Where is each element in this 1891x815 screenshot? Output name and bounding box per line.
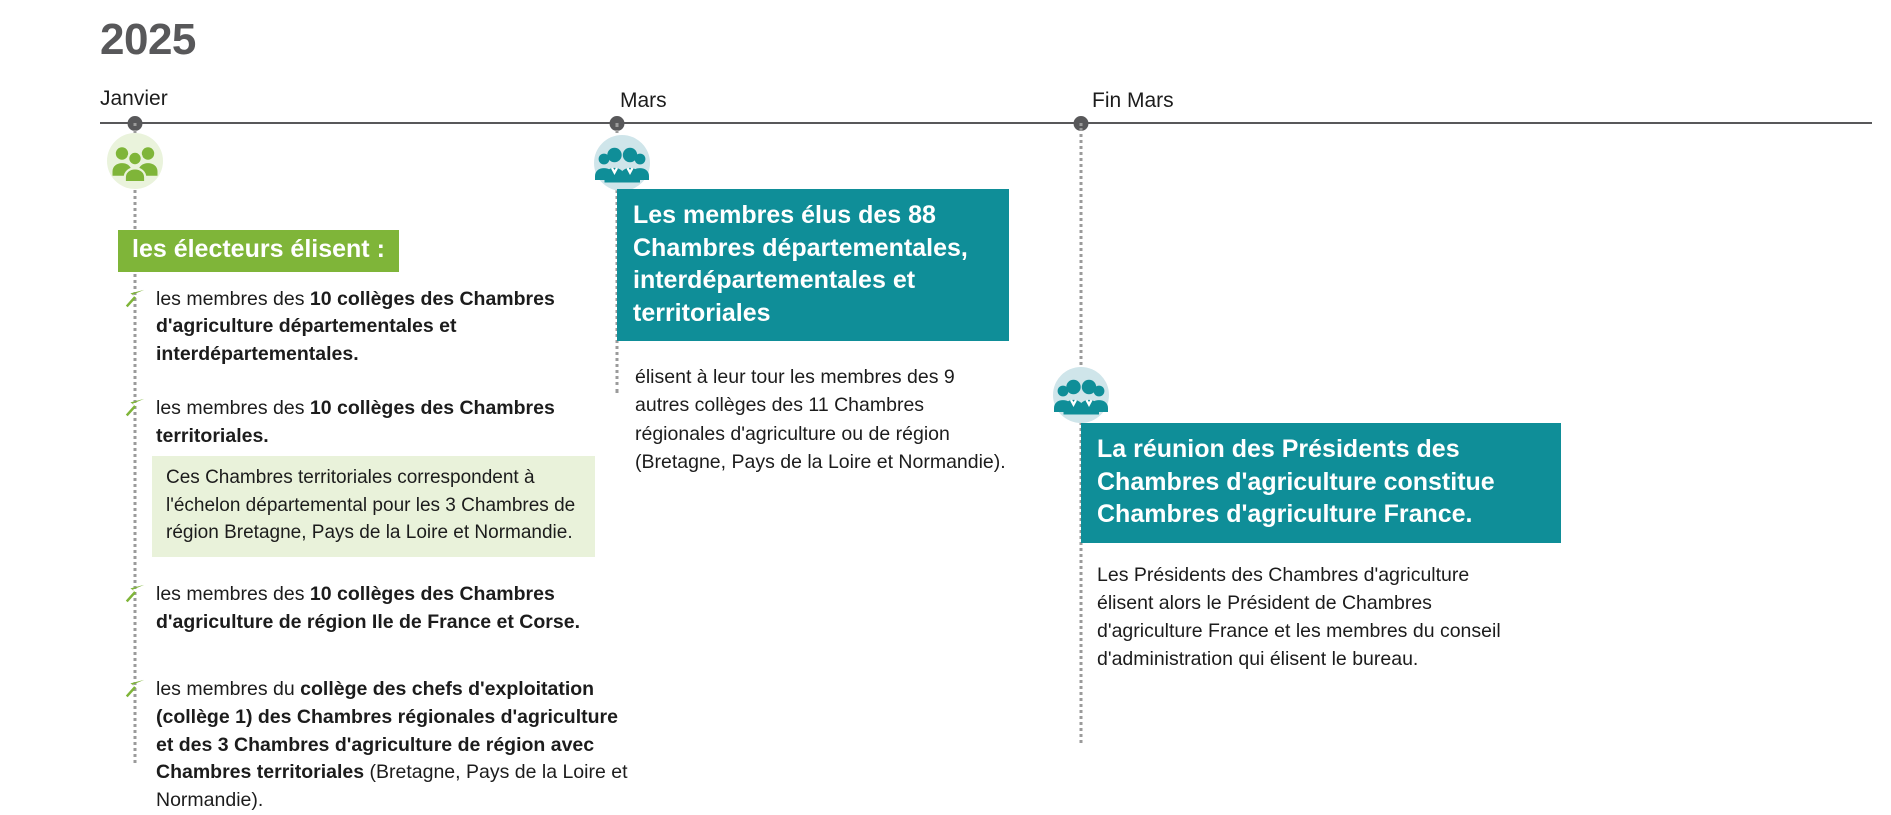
- paragraph-mars: élisent à leur tour les membres des 9 au…: [635, 366, 1006, 473]
- list-item-text-bold: 10 collèges des Chambres d'agriculture d…: [156, 287, 555, 366]
- note-box-territoriales: Ces Chambres territoriales correspondent…: [152, 456, 595, 557]
- list-item: les membres des 10 collèges des Chambres…: [118, 395, 638, 557]
- list-item-text-pre: les membres des: [156, 396, 310, 419]
- list-item-text-pre: les membres du: [156, 678, 301, 701]
- column-fin-mars: La réunion des Présidents des Chambres d…: [1081, 423, 1561, 674]
- timeline-axis: [100, 122, 1872, 124]
- paragraph-fin-mars: Les Présidents des Chambres d'agricultur…: [1097, 563, 1501, 671]
- heading-badge-reunion-presidents: La réunion des Présidents des Chambres d…: [1081, 423, 1561, 543]
- list-item: les membres du collège des chefs d'explo…: [118, 676, 638, 814]
- bullet-list-janvier: les membres des 10 collèges des Chambres…: [118, 286, 638, 815]
- two-people-teal-icon: [1053, 367, 1109, 423]
- list-item: les membres des 10 collèges des Chambres…: [118, 581, 638, 636]
- two-people-teal-icon: [594, 135, 650, 191]
- timeline-label-fin-mars: Fin Mars: [1092, 89, 1174, 112]
- list-item-text-bold: 10 collèges des Chambres d'agriculture d…: [156, 582, 581, 633]
- page-title-year: 2025: [100, 15, 196, 64]
- heading-badge-electeurs: les électeurs élisent :: [118, 230, 399, 272]
- timeline-label-janvier: Janvier: [100, 87, 168, 110]
- arrow-bullet-icon: [125, 398, 145, 417]
- heading-badge-membres-elus: Les membres élus des 88 Chambres départe…: [617, 189, 1009, 341]
- column-mars: Les membres élus des 88 Chambres départe…: [617, 189, 1009, 476]
- arrow-bullet-icon: [125, 584, 145, 603]
- arrow-bullet-icon: [125, 289, 145, 307]
- list-item: les membres des 10 collèges des Chambres…: [118, 286, 638, 369]
- column-janvier: les électeurs élisent : les membres des …: [118, 230, 638, 815]
- timeline-label-mars: Mars: [620, 89, 667, 112]
- list-item-text-bold: 10 collèges des Chambres territoriales.: [156, 396, 555, 447]
- three-people-green-icon: [107, 133, 163, 189]
- list-item-text-pre: les membres des: [156, 582, 310, 605]
- dotted-connector-janvier: [133, 123, 137, 763]
- list-item-text-pre: les membres des: [156, 287, 310, 310]
- arrow-bullet-icon: [125, 680, 145, 698]
